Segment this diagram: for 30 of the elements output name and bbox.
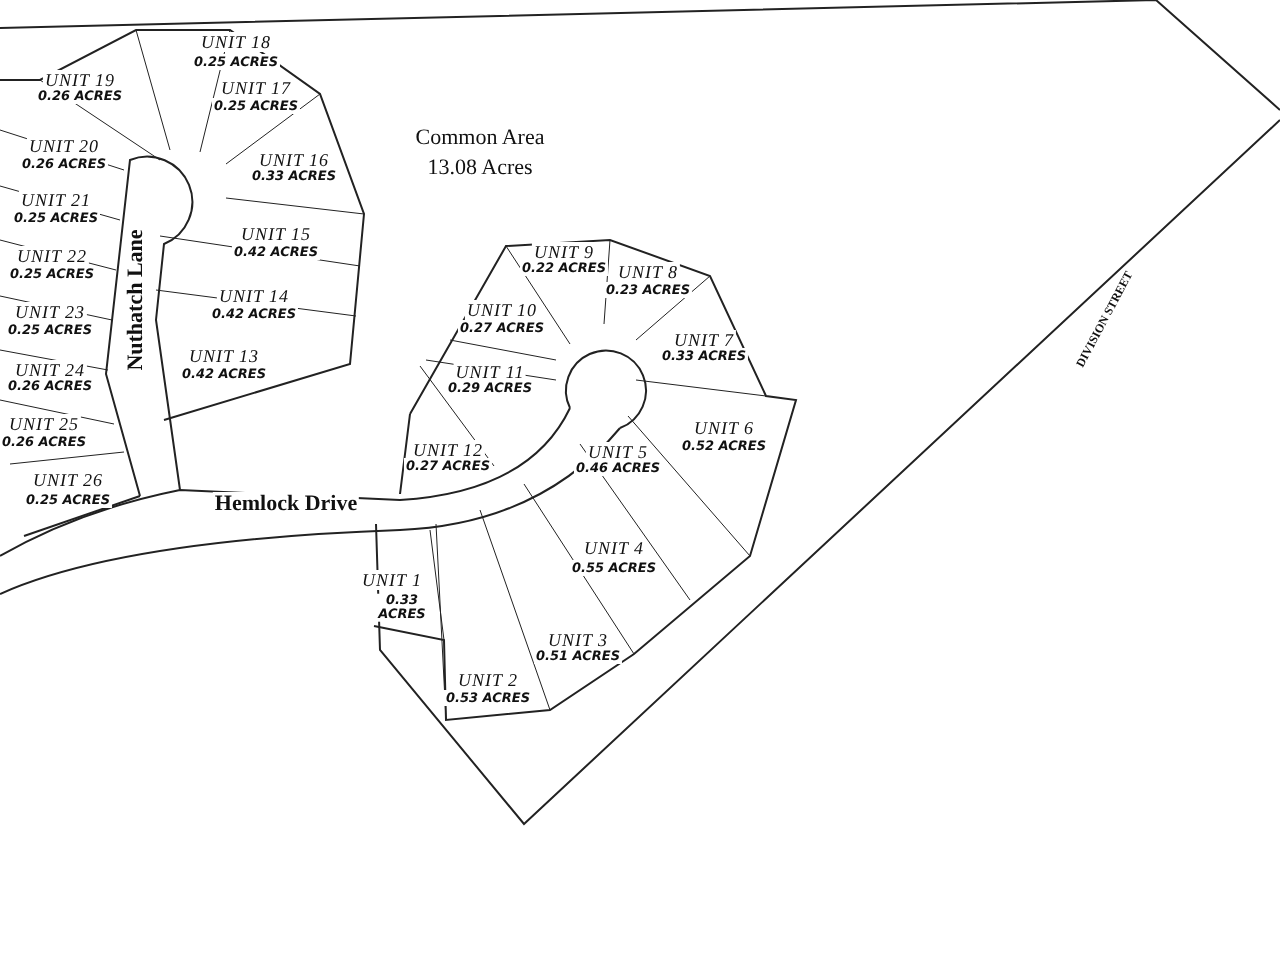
unit-label: UNIT 25	[6, 414, 82, 434]
unit-label: UNIT 9	[531, 242, 597, 262]
unit-label: UNIT 5	[585, 442, 651, 462]
unit-label: UNIT 20	[26, 136, 102, 156]
unit-label: UNIT 2	[455, 670, 521, 690]
unit-label: UNIT 3	[545, 630, 611, 650]
unit-label: UNIT 7	[671, 330, 737, 350]
unit-label: UNIT 22	[14, 246, 90, 266]
unit-label: UNIT 15	[238, 224, 314, 244]
unit-label: UNIT 11	[453, 362, 527, 382]
unit-label: UNIT 17	[218, 78, 294, 98]
street-name: Hemlock Drive	[212, 492, 360, 516]
unit-label: UNIT 1	[359, 570, 425, 590]
unit-label: UNIT 12	[410, 440, 486, 460]
unit-label: UNIT 10	[464, 300, 540, 320]
unit-label: UNIT 19	[42, 70, 118, 90]
unit-label: UNIT 4	[581, 538, 647, 558]
area-label: 13.08 Acres	[425, 156, 535, 180]
common-area-label: Common Area	[413, 126, 547, 150]
unit-label: UNIT 26	[30, 470, 106, 490]
unit-label: UNIT 16	[256, 150, 332, 170]
unit-label: UNIT 14	[216, 286, 292, 306]
unit-label: UNIT 13	[186, 346, 262, 366]
street-name: Nuthatch Lane	[124, 227, 148, 373]
unit-label: UNIT 18	[198, 32, 274, 52]
unit-label: UNIT 21	[18, 190, 94, 210]
unit-label: UNIT 6	[691, 418, 757, 438]
unit-label: UNIT 24	[12, 360, 88, 380]
unit-label: UNIT 8	[615, 262, 681, 282]
unit-label: UNIT 23	[12, 302, 88, 322]
